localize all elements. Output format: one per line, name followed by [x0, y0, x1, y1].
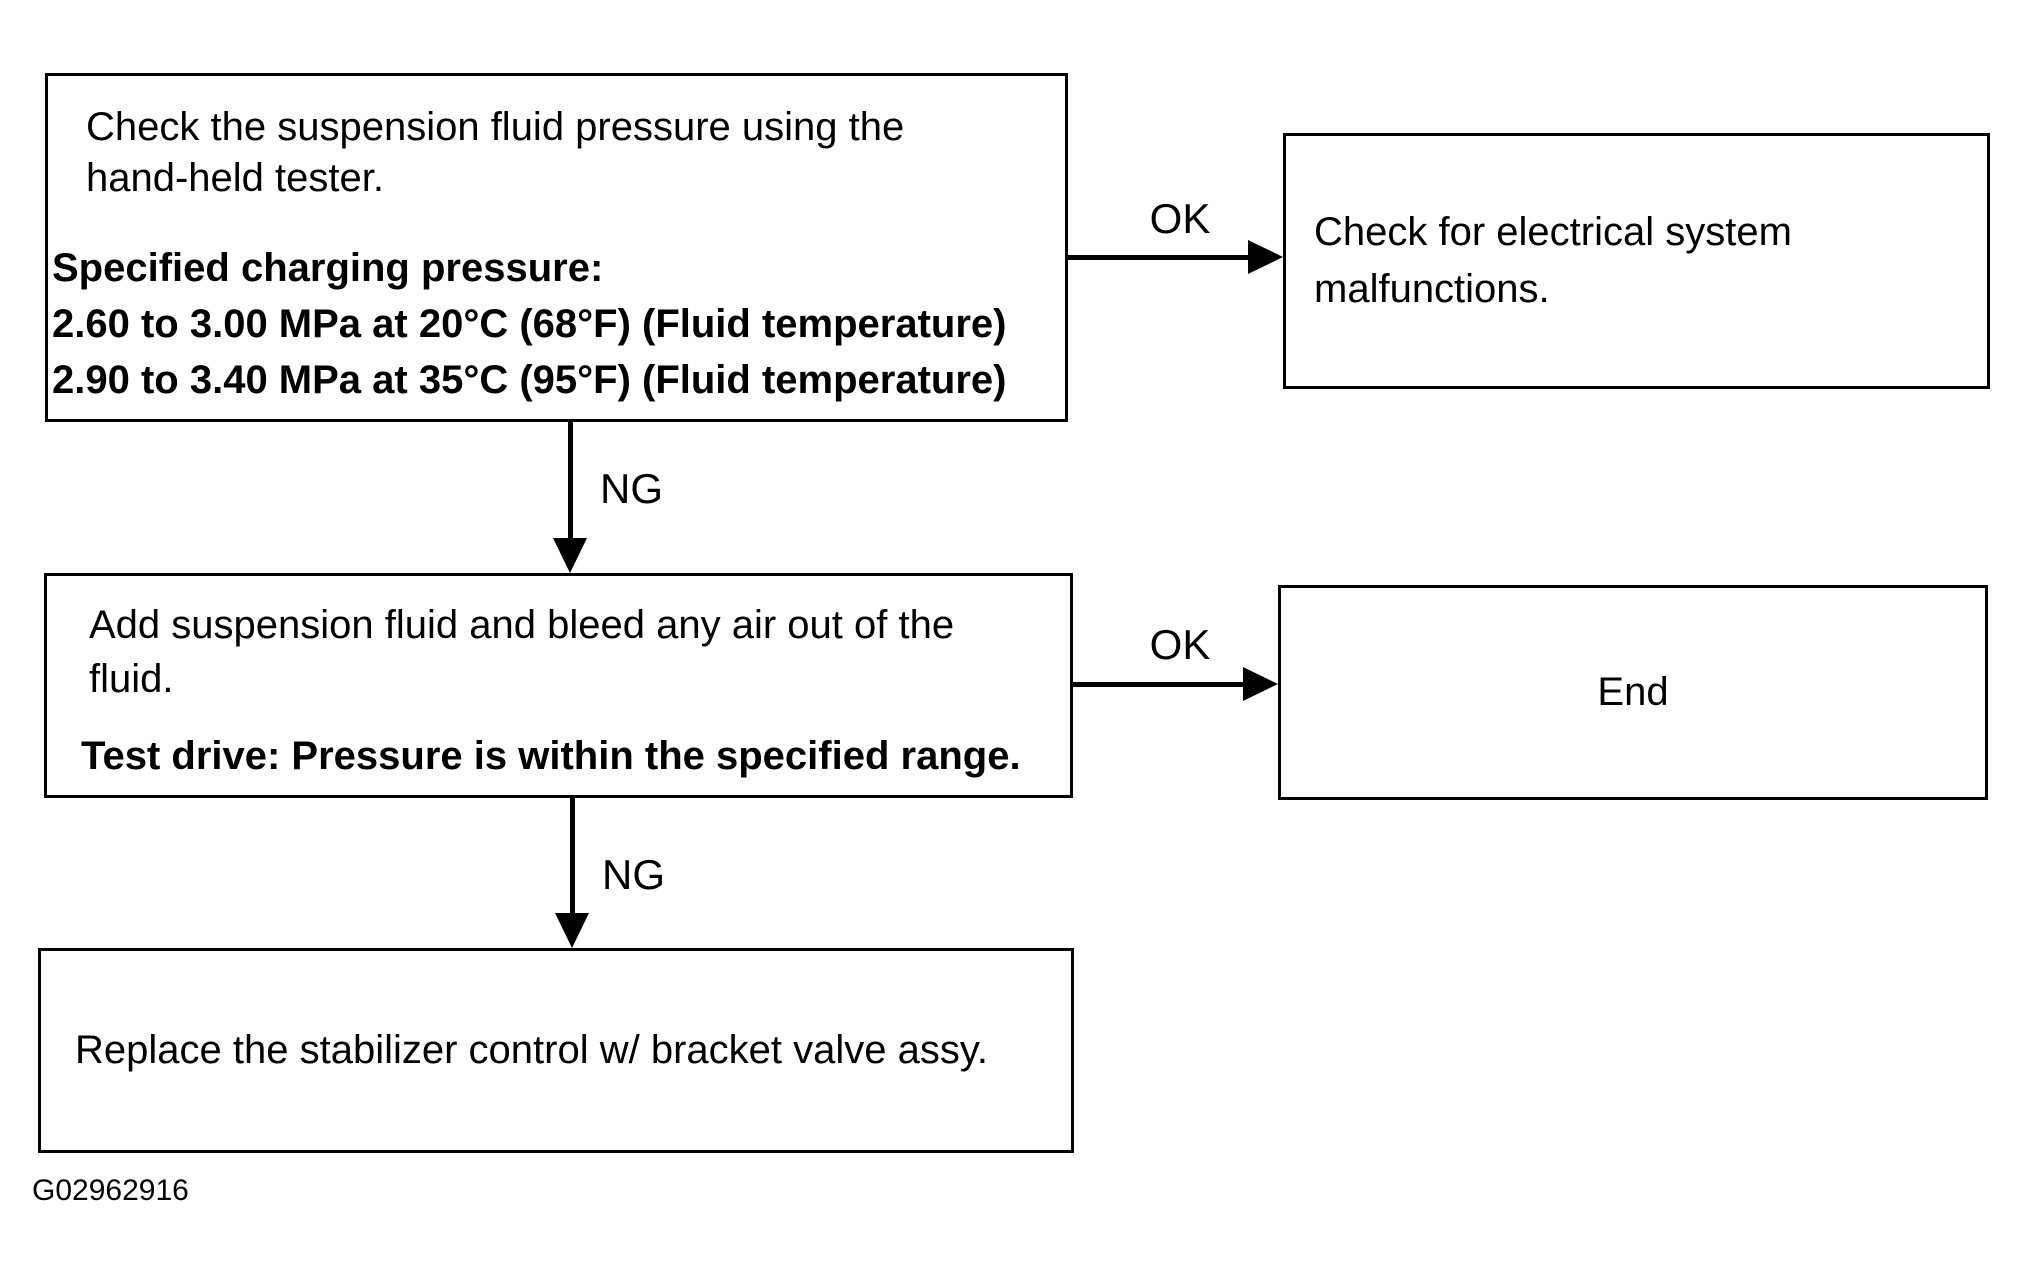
- step2-instruction-line2: fluid.: [89, 657, 174, 701]
- ng-label-1: NG: [600, 465, 663, 512]
- step3-box: Replace the stabilizer control w/ bracke…: [38, 948, 1074, 1153]
- result1-line1: Check for electrical system: [1314, 210, 1792, 254]
- step1-instruction-line1: Check the suspension fluid pressure usin…: [86, 105, 905, 149]
- result2-box: End: [1278, 585, 1988, 800]
- result1-text: Check for electrical system malfunctions…: [1314, 204, 1792, 318]
- step1-instruction-line2: hand-held tester.: [86, 156, 384, 200]
- ok-label-1: OK: [1149, 195, 1211, 242]
- step1-specification: Specified charging pressure: 2.60 to 3.0…: [52, 240, 1065, 408]
- step2-box: Add suspension fluid and bleed any air o…: [44, 573, 1073, 798]
- ng-arrow-line-1: [568, 422, 573, 540]
- step2-instruction: Add suspension fluid and bleed any air o…: [89, 598, 1070, 706]
- ok-arrow-line-2: [1073, 682, 1245, 687]
- step3-instruction: Replace the stabilizer control w/ bracke…: [75, 1028, 988, 1072]
- spec-pressure-35c: 2.90 to 3.40 MPa at 35°C (95°F) (Fluid t…: [52, 358, 1007, 402]
- end-label: End: [1597, 670, 1669, 714]
- arrowhead-right-icon-2: [1243, 667, 1278, 701]
- result1-box: Check for electrical system malfunctions…: [1283, 133, 1990, 389]
- ng-arrow-line-2: [570, 798, 575, 915]
- ok-arrow-line-1: [1068, 255, 1250, 260]
- step2-instruction-line1: Add suspension fluid and bleed any air o…: [89, 603, 955, 647]
- ok-label-2: OK: [1149, 621, 1211, 668]
- spec-title: Specified charging pressure:: [52, 246, 604, 290]
- figure-id: G02962916: [32, 1174, 189, 1207]
- spec-pressure-20c: 2.60 to 3.00 MPa at 20°C (68°F) (Fluid t…: [52, 302, 1007, 346]
- arrowhead-down-icon-1: [553, 538, 587, 573]
- arrowhead-right-icon-1: [1248, 240, 1283, 274]
- step1-instruction: Check the suspension fluid pressure usin…: [86, 102, 1065, 204]
- step2-test-drive: Test drive: Pressure is within the speci…: [81, 734, 1021, 778]
- result1-line2: malfunctions.: [1314, 267, 1550, 311]
- arrowhead-down-icon-2: [555, 913, 589, 948]
- ng-label-2: NG: [602, 851, 665, 898]
- step1-box: Check the suspension fluid pressure usin…: [45, 73, 1068, 422]
